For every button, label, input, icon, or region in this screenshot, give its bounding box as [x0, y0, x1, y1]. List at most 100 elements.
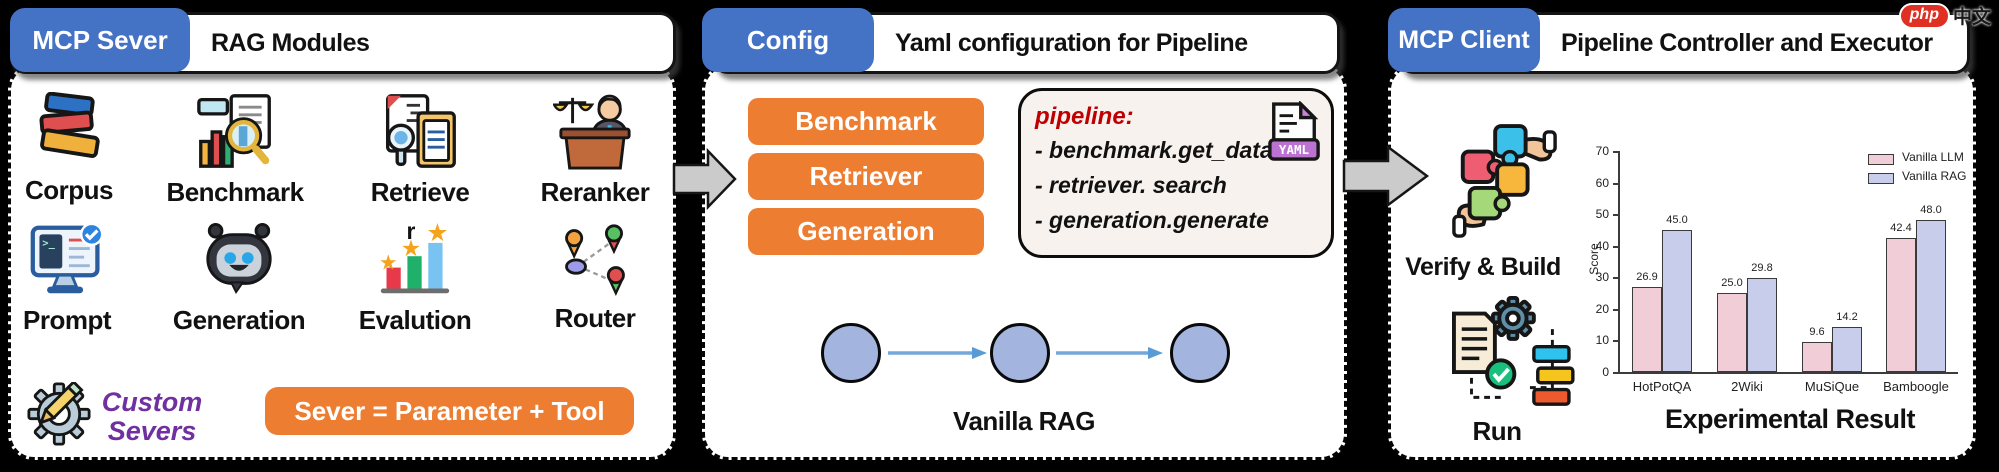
judge-icon: [553, 92, 637, 170]
legend-label: Vanilla RAG: [1902, 169, 1967, 183]
chart-y-tick: [1613, 151, 1618, 153]
config-button-retriever[interactable]: Retriever: [748, 153, 984, 200]
chart-y-tick: [1613, 182, 1618, 185]
chart-y-tick: [1613, 308, 1618, 311]
chart-category-label: HotPotQA: [1632, 379, 1692, 394]
yaml-line: - generation.generate: [1035, 207, 1269, 233]
gear-pencil-icon: [27, 382, 91, 446]
module-label: Evalution: [358, 305, 472, 335]
panel-mcp-server-title: RAG Modules: [211, 29, 370, 57]
chart-bar: [1717, 293, 1747, 372]
module-label: Prompt: [23, 305, 112, 335]
terminal-monitor-icon: >_: [27, 222, 107, 298]
module-label: Benchmark: [166, 177, 304, 207]
yaml-badge-text: YAML: [1279, 142, 1310, 157]
module-retrieve: Retrieve: [345, 92, 495, 208]
chart-x-axis: [1618, 372, 1958, 374]
chart-bar: [1662, 229, 1692, 372]
chart-y-tick-label: 20: [1595, 301, 1609, 316]
chart-y-tick-label: 70: [1595, 144, 1609, 158]
chart-bar: [1832, 327, 1862, 372]
custom-severs-label: Custom Severs: [101, 387, 203, 446]
module-evaluation: ★ ★ ★ r Evalution: [340, 222, 490, 336]
flow-arrow-icon: [672, 148, 738, 210]
panel-config-title: Yaml configuration for Pipeline: [895, 29, 1248, 57]
module-router: Router: [520, 222, 670, 334]
module-label: Retrieve: [370, 177, 470, 207]
yaml-line: - benchmark.get_data: [1035, 137, 1273, 163]
pipeline-node: [821, 323, 881, 383]
rating-bars-icon: ★ ★ ★ r: [375, 222, 455, 298]
chart-value-label: 48.0: [1920, 204, 1942, 217]
chart-value-label: 9.6: [1809, 325, 1825, 338]
config-button-benchmark[interactable]: Benchmark: [748, 98, 984, 145]
chart-value-label: 25.0: [1721, 277, 1743, 290]
pipeline-node: [1170, 323, 1230, 383]
chart-bar: [1886, 238, 1916, 372]
tab-mcp-server[interactable]: MCP Sever: [10, 8, 190, 72]
verify-build-label: Verify & Build: [1405, 253, 1561, 281]
module-benchmark: Benchmark: [160, 92, 310, 208]
legend-swatch: [1868, 154, 1894, 165]
legend-swatch: [1868, 173, 1894, 184]
chart-y-axis: [1618, 151, 1620, 372]
chart-value-label: 14.2: [1836, 311, 1858, 324]
tab-config[interactable]: Config: [702, 8, 874, 72]
run-label: Run: [1472, 416, 1522, 446]
php-cn-watermark: php 中文: [1898, 2, 1991, 29]
tab-mcp-client[interactable]: MCP Client: [1388, 8, 1540, 72]
chart-category-label: 2Wiki: [1731, 379, 1763, 394]
svg-text:>_: >_: [42, 238, 55, 250]
chart-y-tick-label: 30: [1595, 270, 1609, 285]
yaml-pipeline-keyword: pipeline:: [1035, 103, 1134, 130]
chart-y-tick-label: 50: [1595, 207, 1609, 222]
panel-mcp-client-title: Pipeline Controller and Executor: [1561, 29, 1933, 57]
chart-value-label: 26.9: [1636, 271, 1658, 284]
svg-text:★: ★: [401, 236, 421, 262]
run-tasks-icon: [1442, 296, 1577, 411]
chart-y-tick: [1613, 340, 1618, 343]
chart-category-label: Bamboogle: [1883, 379, 1949, 394]
module-label: Corpus: [25, 175, 114, 205]
books-icon: [27, 92, 111, 168]
module-corpus: Corpus: [0, 92, 144, 206]
yaml-pipeline-box: pipeline: - benchmark.get_data - retriev…: [1018, 88, 1334, 258]
chart-y-tick: [1613, 372, 1618, 374]
chart-value-label: 42.4: [1890, 222, 1912, 235]
chart-y-tick-label: 10: [1595, 333, 1609, 348]
svg-text:r: r: [406, 222, 415, 244]
chart-y-tick-label: 0: [1602, 365, 1609, 379]
module-reranker: Reranker: [520, 92, 670, 208]
chart-y-tick-label: 60: [1595, 175, 1609, 190]
svg-text:★: ★: [426, 222, 448, 247]
watermark-cn-text: 中文: [1952, 7, 1991, 28]
chart-category-label: MuSiQue: [1804, 379, 1860, 394]
chart-y-axis-title: Score: [1587, 243, 1601, 275]
flow-arrow-icon: [1342, 144, 1430, 208]
chart-bar: [1916, 220, 1946, 372]
node-arrow-icon: [888, 346, 988, 360]
legend-label: Vanilla LLM: [1902, 150, 1964, 164]
module-label: Reranker: [540, 177, 650, 207]
chart-bar: [1802, 341, 1832, 372]
server-formula-button[interactable]: Sever = Parameter + Tool: [265, 387, 634, 435]
module-prompt: >_ Prompt: [0, 222, 142, 336]
module-label: Router: [554, 303, 636, 333]
svg-text:★: ★: [379, 251, 398, 275]
chart-y-tick-label: 40: [1595, 238, 1609, 253]
robot-icon: [200, 222, 278, 298]
puzzle-hands-icon: [1450, 118, 1560, 248]
benchmark-chart-icon: [195, 92, 275, 170]
chart-y-tick: [1613, 277, 1618, 280]
config-button-generation[interactable]: Generation: [748, 208, 984, 255]
chart-value-label: 29.8: [1751, 261, 1773, 274]
chart-bar: [1747, 277, 1777, 372]
panel-mcp-client: [1388, 64, 1976, 460]
pipeline-node: [990, 323, 1050, 383]
map-pins-icon: [557, 222, 633, 296]
chart-y-tick: [1613, 245, 1618, 248]
chart-y-tick: [1613, 214, 1618, 217]
module-label: Generation: [172, 305, 306, 335]
